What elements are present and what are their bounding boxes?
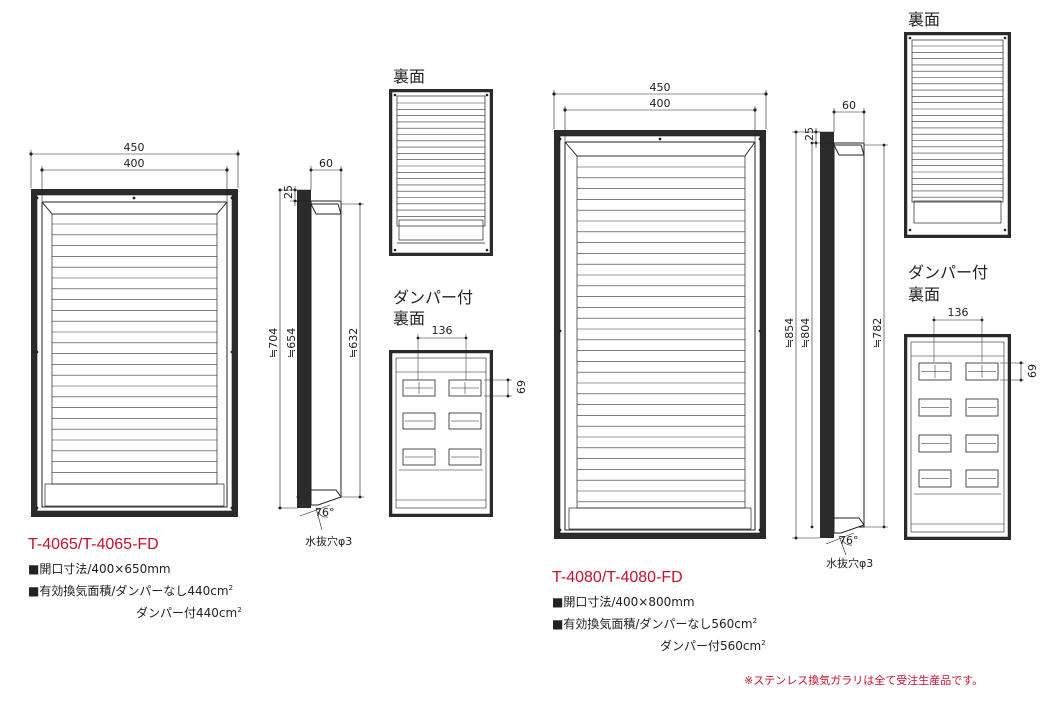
right-side-depth: 60 — [842, 99, 856, 112]
left-side-h-louver: ≒632 — [347, 328, 360, 358]
left-spec-damper: ダンパー付440cm2 — [136, 606, 242, 620]
right-damper-width: 136 — [948, 306, 969, 319]
left-front-bottom-plate — [44, 483, 225, 507]
right-side-flange-dim: 25 — [803, 127, 816, 141]
left-damper-boxes — [402, 379, 482, 466]
left-back-slats — [397, 102, 485, 217]
left-spec-opening: ■開口寸法/400×650mm — [28, 562, 171, 576]
left-side-h-outer: ≒704 — [267, 328, 280, 358]
left-side-view: 60 25 ≒704 ≒654 ≒632 76° 水抜穴φ3 — [267, 157, 364, 548]
left-front-face — [36, 194, 233, 512]
right-side-angle: 76° — [839, 534, 859, 547]
right-front-inner-width: 400 — [650, 97, 671, 110]
left-side-flange — [297, 190, 311, 508]
right-spec: ■開口寸法/400×800mm ■有効換気面積/ダンパーなし560cm2 ダンパ… — [552, 593, 766, 656]
right-side-h-outer: ≒854 — [783, 318, 796, 348]
footnote: ※ステンレス換気ガラリは全て受注生産品です。 — [744, 674, 984, 687]
right-back-slats — [912, 45, 1003, 198]
left-front-view: 450 400 — [29, 141, 240, 517]
left-back-view: 裏面 — [389, 67, 493, 256]
left-spec-area: ■有効換気面積/ダンパーなし440cm2 — [28, 584, 234, 598]
left-front-outer-width: 450 — [124, 141, 145, 154]
right-front-outer-width: 450 — [650, 81, 671, 94]
left-side-drain-lip — [310, 489, 342, 506]
left-damper-view: ダンパー付 裏面 136 69 — [389, 288, 528, 517]
left-side-angle: 76° — [315, 506, 335, 519]
left-side-h-inner: ≒654 — [285, 328, 298, 358]
left-side-body — [310, 200, 342, 498]
right-back-view: 裏面 — [904, 10, 1011, 238]
left-damper-label-2: 裏面 — [393, 309, 425, 328]
right-side-view: 60 25 ≒854 ≒804 ≒782 76° 水抜穴φ3 — [783, 99, 888, 570]
left-side-depth: 60 — [319, 157, 333, 170]
right-spec-area: ■有効換気面積/ダンパーなし560cm2 — [552, 617, 758, 631]
right-side-h-louver: ≒782 — [871, 318, 884, 348]
right-front-slats — [577, 166, 745, 503]
right-damper-boxes — [918, 362, 999, 488]
left-front-slats — [52, 223, 217, 473]
left-damper-label-1: ダンパー付 — [393, 288, 473, 307]
right-damper-label-1: ダンパー付 — [908, 263, 988, 282]
right-damper-view: ダンパー付 裏面 136 69 — [904, 263, 1039, 540]
right-front-view: 450 400 — [552, 81, 768, 539]
left-damper-width: 136 — [432, 324, 453, 337]
right-spec-damper: ダンパー付560cm2 — [660, 639, 766, 653]
right-damper-height: 69 — [1026, 364, 1039, 378]
left-damper-height: 69 — [515, 380, 528, 394]
left-model-number: T-4065/T-4065-FD — [28, 536, 159, 553]
right-side-drain-hole: 水抜穴φ3 — [826, 556, 873, 570]
left-back-label: 裏面 — [393, 67, 425, 86]
right-side-h-inner: ≒804 — [799, 318, 812, 348]
right-model-number: T-4080/T-4080-FD — [552, 569, 683, 586]
left-side-flange-dim: 25 — [282, 185, 295, 199]
right-damper-label-2: 裏面 — [908, 285, 940, 304]
left-front-inner-width: 400 — [124, 157, 145, 170]
left-side-hood — [310, 203, 342, 215]
left-spec: ■開口寸法/400×650mm ■有効換気面積/ダンパーなし440cm2 ダンパ… — [28, 560, 242, 623]
right-back-label: 裏面 — [908, 10, 940, 29]
right-spec-opening: ■開口寸法/400×800mm — [552, 595, 695, 609]
left-side-drain-hole: 水抜穴φ3 — [305, 534, 352, 548]
